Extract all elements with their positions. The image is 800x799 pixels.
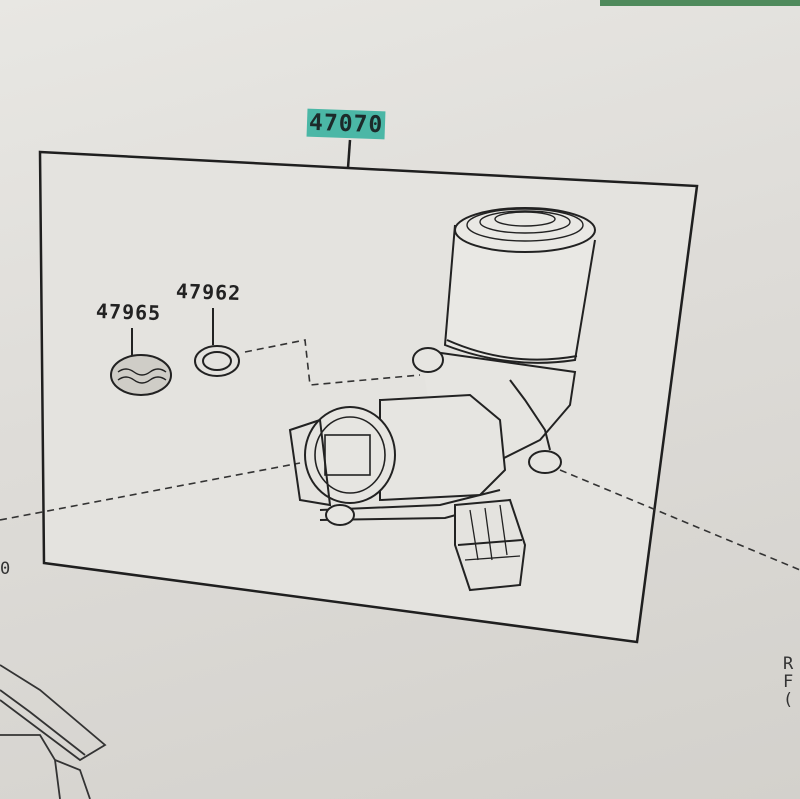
reservoir-tank xyxy=(443,207,596,364)
cropped-label-right: R F ( xyxy=(783,655,800,709)
cropped-label-line: ( xyxy=(783,690,794,710)
motor-connector xyxy=(454,498,527,592)
pump-assembly xyxy=(288,347,577,526)
cropped-label-line: R xyxy=(783,654,794,674)
ring-part-47962 xyxy=(194,308,240,377)
cropped-label-left: 0 xyxy=(0,559,11,579)
main-callout-leader xyxy=(346,139,352,169)
ring-part-callout[interactable]: 47962 xyxy=(175,278,242,306)
adjacent-component xyxy=(0,664,107,799)
cap-part-47965 xyxy=(110,328,172,396)
main-part-callout[interactable]: 47070 xyxy=(306,108,386,140)
cap-part-callout[interactable]: 47965 xyxy=(95,298,162,326)
cropped-label-line: F xyxy=(783,672,794,692)
dashed-reference-lines xyxy=(0,339,800,571)
window-edge xyxy=(600,0,800,6)
diagram-frame xyxy=(38,150,699,644)
